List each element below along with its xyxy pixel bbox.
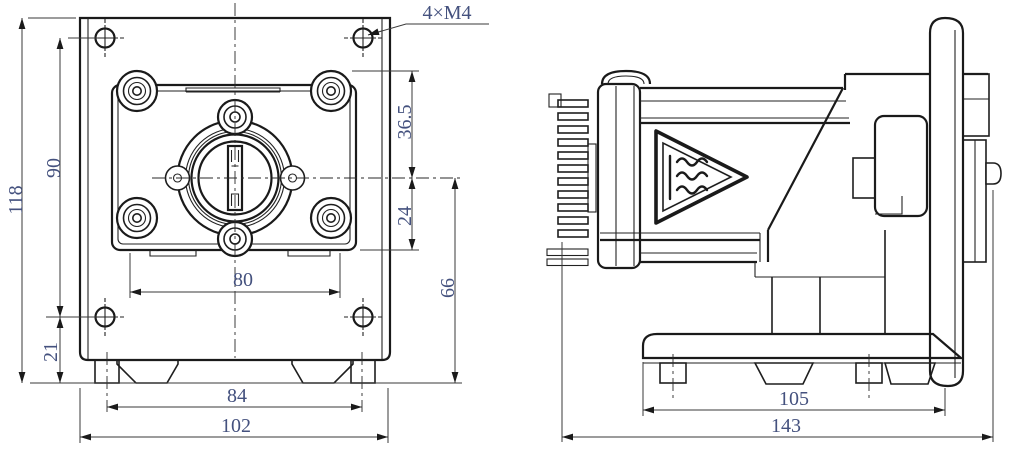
cooling-fins	[546, 93, 597, 267]
rear-bracket-parts	[962, 73, 1002, 263]
foot-centerlines	[106, 352, 363, 412]
front-body-inner-edges	[87, 18, 383, 359]
front-view-dimensions: 118 90 21 80 84 102 36.5 24 66 4×M4	[5, 2, 489, 443]
dim-center-to-panel: 24	[394, 206, 416, 226]
roller-bottom-right	[309, 196, 353, 240]
panel-top-slot	[185, 87, 281, 93]
thread-callout: 4×M4	[422, 2, 471, 24]
hot-surface-warning-icon	[654, 129, 749, 225]
thread-callout-leader	[367, 23, 489, 36]
roller-top-right	[309, 69, 353, 113]
shaft-tip	[985, 162, 1002, 185]
mounting-hole-bottom-right	[342, 296, 384, 338]
motor-end-cap	[596, 69, 652, 270]
roller-top-left	[115, 69, 159, 113]
dim-hole-row-spacing: 90	[43, 158, 65, 178]
motor-body	[600, 86, 850, 264]
front-body-outline	[78, 16, 392, 362]
side-feet	[659, 354, 937, 400]
dim-overall-height: 118	[5, 185, 27, 214]
dim-overall-length: 143	[771, 415, 801, 437]
side-view-dimensions: 105 143	[561, 190, 994, 442]
front-view	[78, 3, 462, 412]
dim-base-plate-length: 105	[779, 388, 809, 410]
panel-bottom-tabs	[149, 250, 331, 257]
dim-upper-span: 80	[233, 269, 253, 291]
dim-center-to-ground: 66	[437, 278, 459, 298]
dim-foot-height: 21	[40, 342, 62, 362]
front-plate	[928, 16, 965, 388]
dim-top-to-center: 36.5	[394, 105, 416, 140]
dim-overall-width: 102	[221, 415, 251, 437]
mounting-hole-top-right	[342, 17, 384, 59]
roller-bottom-left	[115, 196, 159, 240]
dim-foot-screw-spacing: 84	[227, 385, 247, 407]
base-plate	[641, 332, 964, 364]
front-feet	[94, 359, 376, 384]
side-view	[546, 16, 1002, 400]
